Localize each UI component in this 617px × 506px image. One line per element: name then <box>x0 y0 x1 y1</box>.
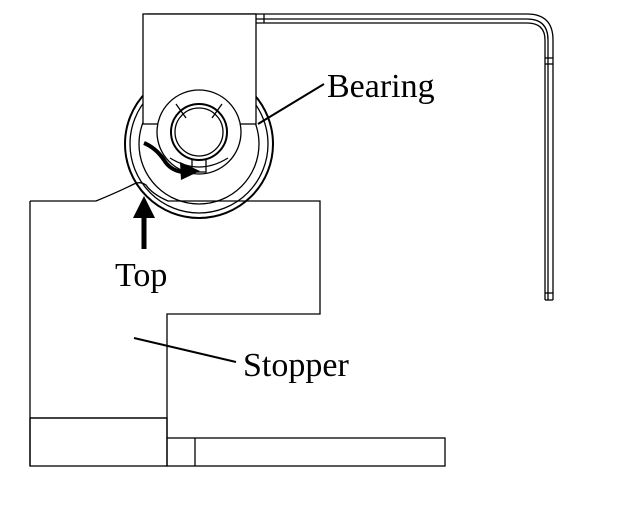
bracket-arm <box>146 13 554 301</box>
top-arrow <box>133 196 155 249</box>
bearing-leader-line <box>257 83 325 125</box>
stopper-label: Stopper <box>243 347 349 384</box>
stopper-block <box>29 182 446 467</box>
bearing-assembly <box>124 13 274 219</box>
top-label: Top <box>115 257 167 294</box>
stopper-leader-line <box>133 337 237 363</box>
bearing-label: Bearing <box>327 68 435 105</box>
